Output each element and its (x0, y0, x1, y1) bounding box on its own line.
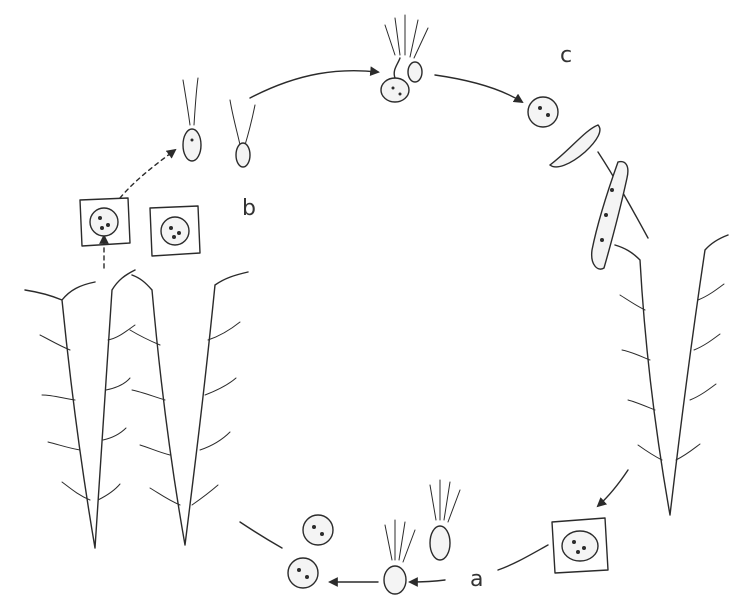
cysts-left (80, 198, 200, 256)
label-b: b (242, 196, 256, 221)
arrow-bottom-to-plant (240, 522, 282, 548)
label-a: a (470, 567, 483, 592)
plant-left-1 (25, 270, 135, 548)
cyst-bottom-right (552, 518, 608, 573)
developing-stages-c (528, 97, 628, 269)
arrow-plant-to-cyst (598, 470, 628, 506)
arrow-cyst-to-a (498, 545, 548, 570)
plant-right (615, 235, 728, 515)
fusing-gametes (381, 15, 428, 102)
arrow-cyst-to-gametes (120, 150, 175, 198)
gametes-a (384, 480, 460, 594)
label-c: c (560, 43, 572, 68)
arrow-top-to-c (435, 75, 522, 102)
gametes-b (183, 78, 255, 167)
zygotes-bottom-left (288, 515, 333, 588)
arrow-a-to-zygote (410, 580, 445, 582)
plant-left-2 (130, 272, 248, 545)
arrow-b-to-top (250, 71, 378, 98)
